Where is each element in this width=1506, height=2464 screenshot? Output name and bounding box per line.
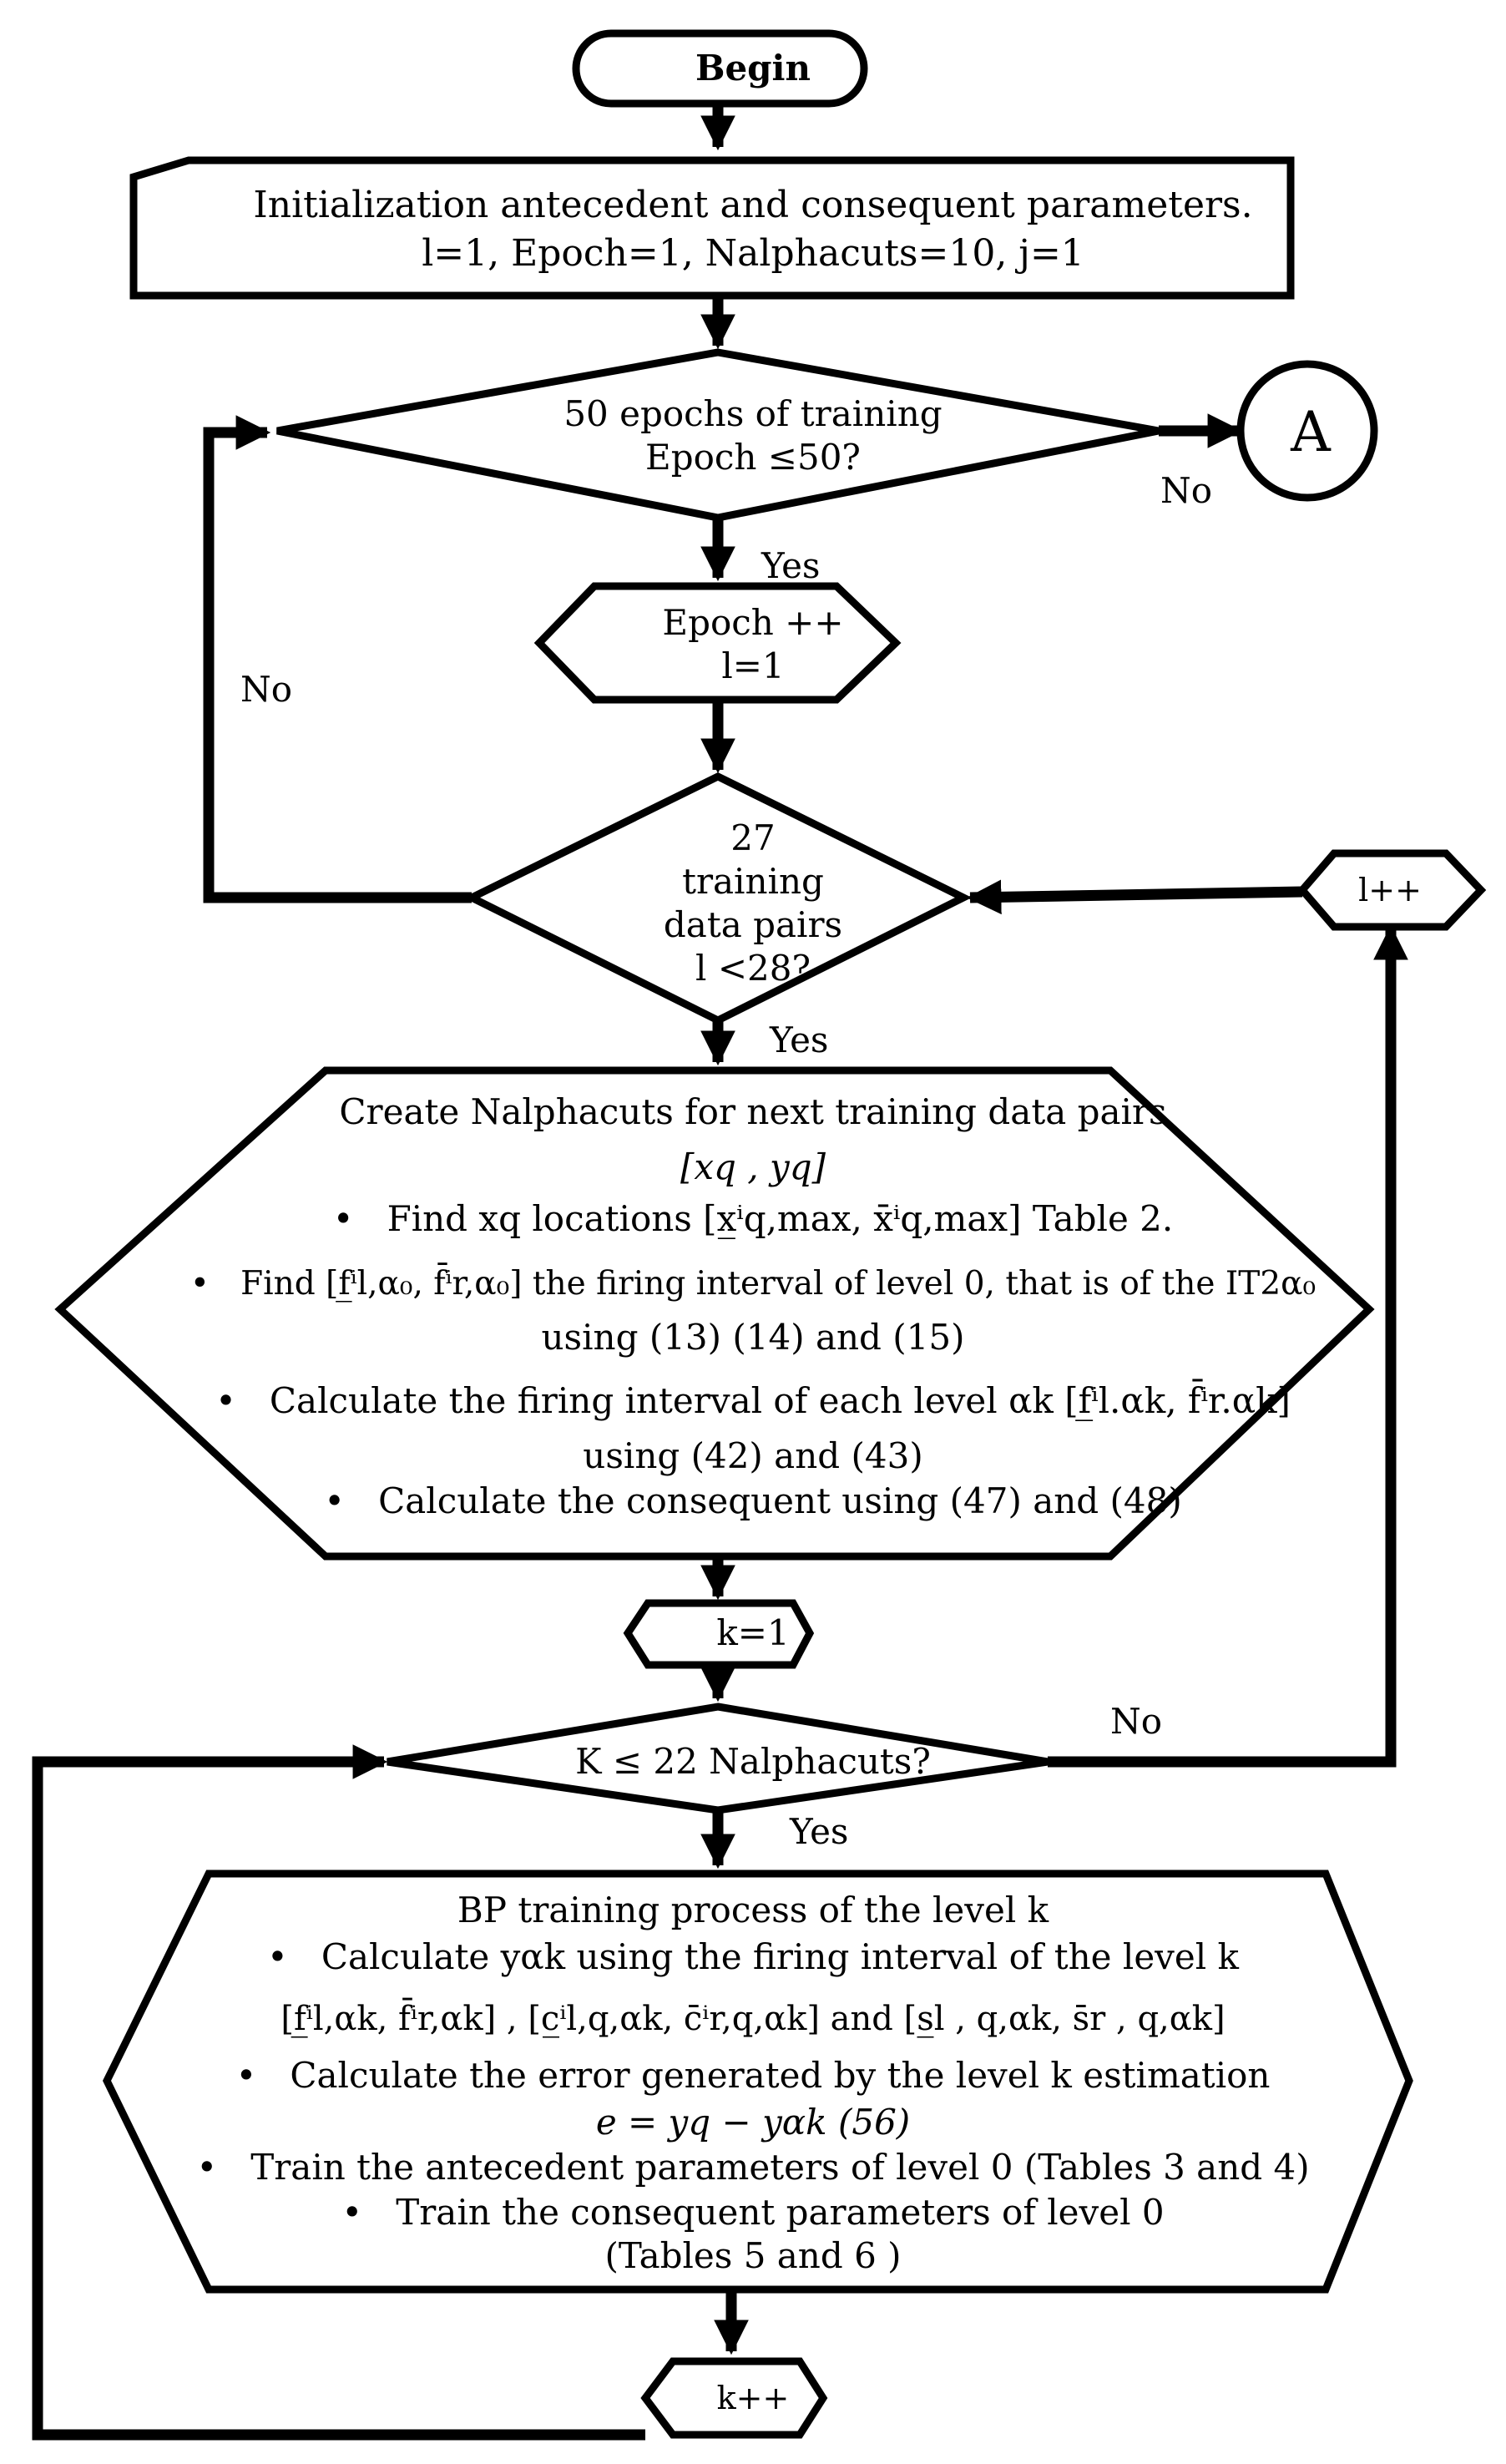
bp-line-2: Calculate yαk using the firing interval … bbox=[0, 1935, 1506, 1979]
create-line-2: [xq , yq] bbox=[680, 1146, 826, 1187]
arrow-l-inc-to-pairs-decision bbox=[966, 879, 1303, 915]
no-label-pairs: No bbox=[240, 669, 293, 710]
bp-line-4: Calculate the error generated by the lev… bbox=[0, 2054, 1506, 2097]
epoch-decision-diamond bbox=[276, 348, 1160, 522]
pairs-decision-line-4: l <28? bbox=[695, 948, 811, 989]
k-inc-label: k++ bbox=[716, 2380, 790, 2416]
arrow-pairs-decision-no-loop bbox=[203, 415, 472, 903]
bp-line-5: e = yq − yαk (56) bbox=[595, 2102, 911, 2143]
create-line-7: using (42) and (43) bbox=[583, 1435, 923, 1476]
l-inc-label: l++ bbox=[1358, 872, 1422, 908]
bp-line-1: BP training process of the level k bbox=[457, 1890, 1049, 1930]
epoch-inc-hexagon bbox=[533, 582, 902, 704]
l-inc-hexagon bbox=[1297, 849, 1487, 931]
k-decision-diamond bbox=[387, 1703, 1049, 1814]
create-line-8: Calculate the consequent using (47) and … bbox=[0, 1480, 1506, 1523]
connector-a-label: A bbox=[1291, 400, 1331, 464]
no-label-epochs: No bbox=[1160, 470, 1213, 511]
create-hexagon bbox=[54, 1066, 1375, 1561]
no-label-k: No bbox=[1110, 1701, 1163, 1742]
bp-line-8: (Tables 5 and 6 ) bbox=[604, 2235, 902, 2276]
pairs-decision-diamond bbox=[462, 772, 973, 1025]
epoch-inc-line-1: Epoch ++ bbox=[662, 602, 844, 643]
yes-label-pairs: Yes bbox=[770, 1019, 829, 1060]
init-process-box bbox=[129, 156, 1295, 300]
bp-line-3: [f̲ⁱl,αk, f̄ⁱr,αk] , [c̲ⁱl,q,αk, c̄ⁱr,q,… bbox=[280, 2000, 1226, 2038]
pairs-decision-line-1: 27 bbox=[730, 817, 776, 858]
epoch-decision-line-2: Epoch ≤50? bbox=[645, 437, 861, 478]
bp-line-7: Train the consequent parameters of level… bbox=[0, 2191, 1506, 2234]
yes-label-epochs: Yes bbox=[761, 545, 821, 586]
create-line-1: Create Nalphacuts for next training data… bbox=[339, 1091, 1167, 1132]
epoch-decision-line-1: 50 epochs of training bbox=[563, 393, 943, 434]
init-line-1: Initialization antecedent and consequent… bbox=[253, 184, 1253, 226]
k-init-hexagon bbox=[623, 1599, 815, 1669]
begin-terminal bbox=[572, 29, 868, 108]
arrow-k-inc-loop bbox=[32, 1744, 645, 2441]
yes-label-k: Yes bbox=[790, 1811, 849, 1852]
k-init-label: k=1 bbox=[716, 1612, 790, 1653]
create-line-6: Calculate the firing interval of each le… bbox=[0, 1379, 1506, 1423]
create-line-3: Find xq locations [x̲ⁱq,max, x̄ⁱq,max] T… bbox=[0, 1197, 1506, 1241]
bp-line-6: Train the antecedent parameters of level… bbox=[0, 2146, 1506, 2189]
epoch-inc-line-2: l=1 bbox=[721, 645, 785, 686]
pairs-decision-line-2: training bbox=[682, 861, 824, 902]
create-line-5: using (13) (14) and (15) bbox=[541, 1317, 965, 1358]
k-inc-hexagon bbox=[640, 2357, 828, 2439]
create-line-4: Find [f̲ⁱl,α₀, f̄ⁱr,α₀] the firing inter… bbox=[0, 1262, 1506, 1306]
connector-a bbox=[1236, 360, 1378, 502]
pairs-decision-line-3: data pairs bbox=[663, 904, 843, 945]
begin-label: Begin bbox=[695, 48, 811, 89]
init-line-2: l=1, Epoch=1, Nalphacuts=10, j=1 bbox=[422, 232, 1084, 275]
k-decision-label: K ≤ 22 Nalphacuts? bbox=[575, 1741, 931, 1782]
